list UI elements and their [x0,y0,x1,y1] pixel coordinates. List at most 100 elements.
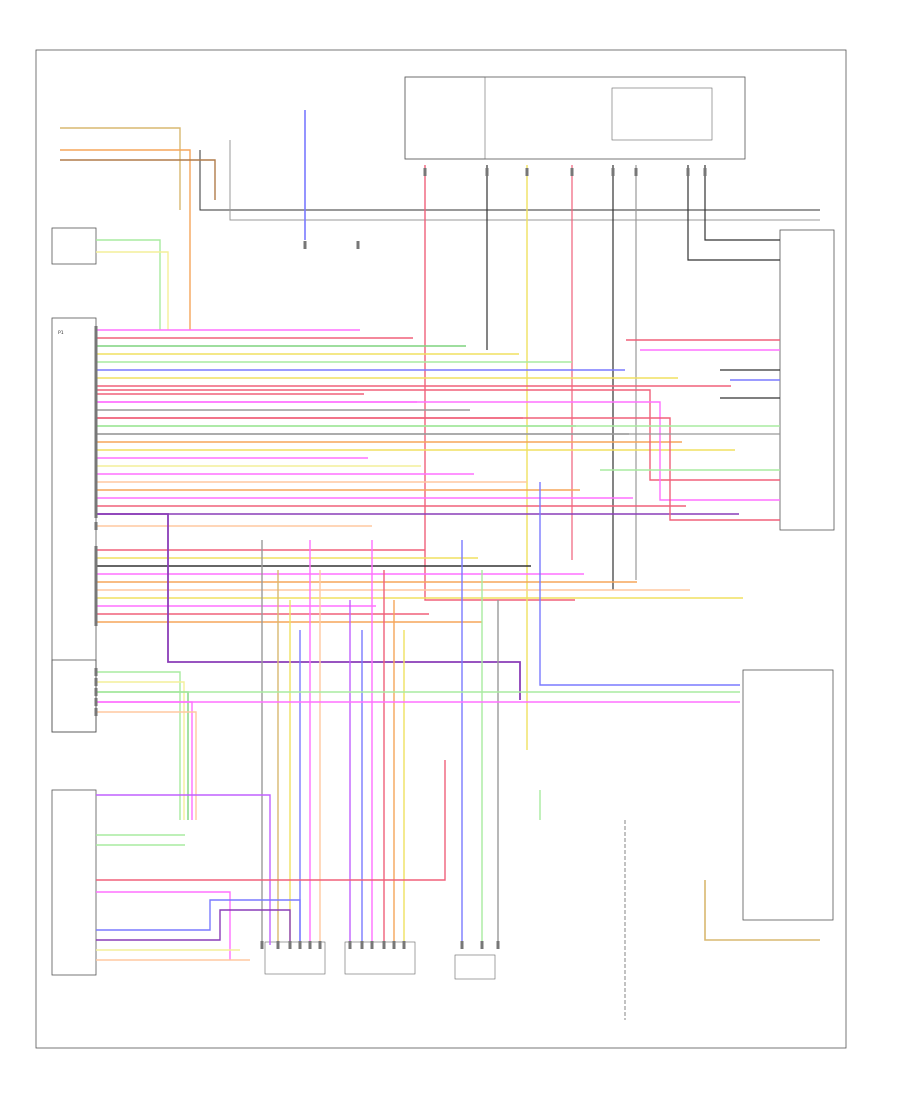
pcm-terminal [94,570,98,578]
terminal-marks [94,168,707,949]
pcm-terminal [94,326,98,334]
component-frames [35,49,847,1049]
pcm-lower-terminal [94,678,98,686]
wire-low-row [96,681,185,820]
pcm-terminal [94,470,98,478]
pcm-terminal [94,486,98,494]
pcm-terminal [94,366,98,374]
pcm-terminal [94,446,98,454]
pcm-terminal [94,406,98,414]
sensor-terminal [318,941,322,949]
splice-terminal [356,241,360,249]
wire-red-trunk [424,165,575,601]
fuse-terminal [703,168,707,176]
pcm-terminal [94,454,98,462]
pcm-terminal [94,594,98,602]
connector-labels: P1 [58,330,64,336]
pcm-terminal [94,578,98,586]
sensor-terminal [308,941,312,949]
wire-purple-bottom [96,909,291,945]
fuse-terminal [525,168,529,176]
pcm-terminal [94,546,98,554]
pcm-terminal [94,462,98,470]
wire-traces [60,110,820,1020]
sensor-terminal [392,941,396,949]
pcm-terminal [94,422,98,430]
wire-green-upper [96,239,161,330]
wire-top-feed-2 [229,140,820,221]
pcm-lower-terminal [94,698,98,706]
wire-left-tan [60,127,181,210]
wire-low-row [96,701,193,820]
pcm-terminal [94,342,98,350]
splice-terminal [303,241,307,249]
sensor-terminal [460,941,464,949]
sensor-terminal [360,941,364,949]
outer-frame [35,49,847,1049]
wire-low-row [96,711,197,820]
pcm-terminal [94,586,98,594]
pcm-lower-terminal [94,688,98,696]
pcm-terminal [94,398,98,406]
wire-tan-bottom [704,880,820,941]
sensor-terminal [382,941,386,949]
wire-purple-loop [96,513,521,700]
fuse-terminal [634,168,638,176]
fuse-terminal [423,168,427,176]
wire-black-4 [704,165,780,241]
pcm-lower-block [51,659,97,733]
sensor-terminal [348,941,352,949]
pcm-terminal [94,382,98,390]
pcm-terminal [94,350,98,358]
pcm-terminal [94,334,98,342]
fuse-terminal [686,168,690,176]
wire-black-3 [687,165,780,261]
sensor-terminal [276,941,280,949]
sensor-terminal [260,941,264,949]
wire-low-row [96,671,181,820]
wire-red-long-2 [96,417,780,521]
wire-violet-bottom [96,794,271,945]
pcm-terminal [94,430,98,438]
pcm-terminal [94,610,98,618]
pcm-terminal [94,618,98,626]
pcm-terminal [94,554,98,562]
sensor-terminal [370,941,374,949]
pcm-terminal [94,510,98,518]
pcm-terminal [94,562,98,570]
pcm-terminal [94,522,98,530]
fuse-terminal [611,168,615,176]
pcm-pin-label: P1 [58,330,64,336]
wire-red-bottom [96,760,446,881]
wire-low-row [96,691,189,820]
pcm-lower-terminal [94,708,98,716]
wire-blue-bottom [96,899,301,945]
pcm-terminal [94,390,98,398]
fuse-terminal [485,168,489,176]
sensor-mid [344,941,416,975]
range-switch [742,669,834,921]
fuse-box-inner [404,76,486,160]
wire-blue-to-switch [539,482,740,686]
sensor-terminal [288,941,292,949]
pcm-terminal [94,414,98,422]
sensor-terminal [298,941,302,949]
pcm-terminal [94,602,98,610]
pcm-terminal [94,502,98,510]
sensor-terminal [496,941,500,949]
bottom-left-block [51,789,97,976]
pcm-upper-block [51,227,97,265]
pcm-main-block [51,317,97,733]
pcm-terminal [94,358,98,366]
sensor-left [264,941,326,975]
pcm-terminal [94,438,98,446]
wire-pink-long [96,401,780,501]
wire-red-long [96,389,780,481]
sensor-terminal [480,941,484,949]
relay-box [611,87,713,141]
sensor-right [454,954,496,980]
pcm-terminal [94,478,98,486]
wire-pink-bottom [96,891,231,960]
wire-yellow-upper [96,251,169,330]
